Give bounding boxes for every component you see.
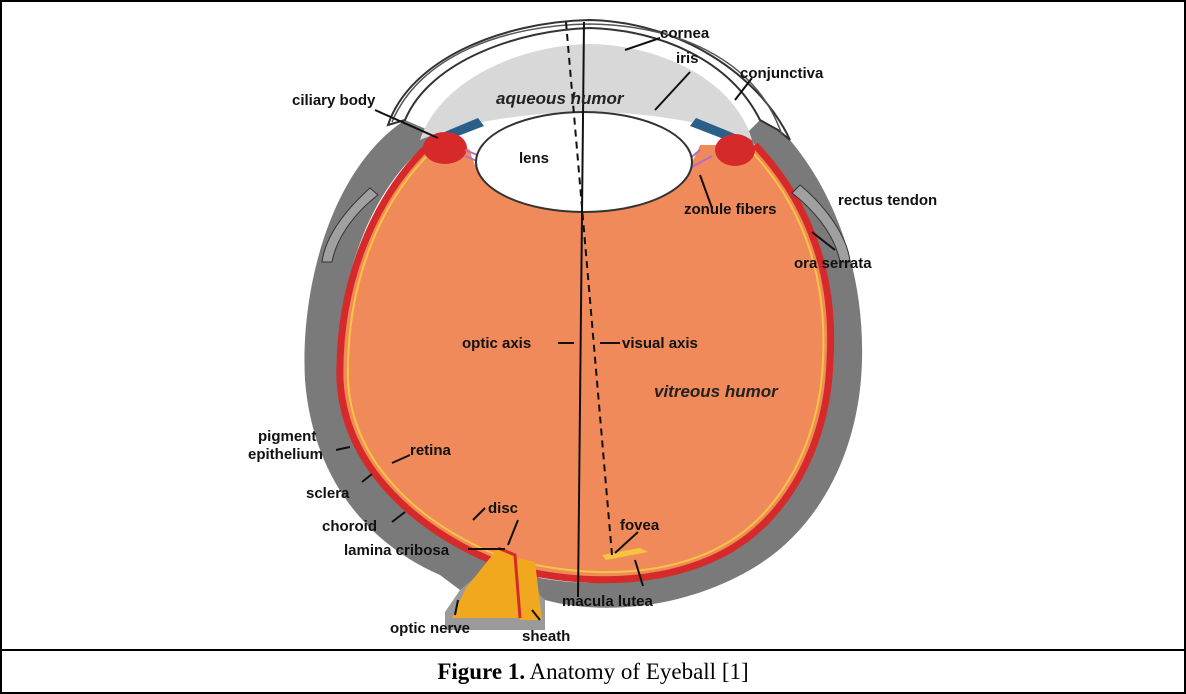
caption-text: Anatomy of Eyeball [1] xyxy=(525,659,749,684)
label-zonule-fibers: zonule fibers xyxy=(684,201,777,218)
label-retina: retina xyxy=(410,442,452,459)
label-lamina-cribosa: lamina cribosa xyxy=(344,542,450,559)
label-epithelium: epithelium xyxy=(248,446,323,463)
label-rectus-tendon: rectus tendon xyxy=(838,192,937,209)
label-pigment: pigment xyxy=(258,428,316,445)
ciliary-body-left xyxy=(423,132,467,164)
label-sclera: sclera xyxy=(306,485,350,502)
lens-shape xyxy=(476,112,692,212)
label-visual-axis: visual axis xyxy=(622,335,698,352)
label-cornea: cornea xyxy=(660,25,710,42)
label-aqueous-humor: aqueous humor xyxy=(496,89,625,108)
label-conjunctiva: conjunctiva xyxy=(740,65,824,82)
label-disc: disc xyxy=(488,500,518,517)
figure-caption: Figure 1. Anatomy of Eyeball [1] xyxy=(0,650,1186,694)
label-lens: lens xyxy=(519,150,549,167)
label-sheath: sheath xyxy=(522,628,570,645)
label-choroid: choroid xyxy=(322,518,377,535)
label-ora-serrata: ora serrata xyxy=(794,255,872,272)
label-fovea: fovea xyxy=(620,517,660,534)
label-optic-nerve: optic nerve xyxy=(390,620,470,637)
label-optic-axis: optic axis xyxy=(462,335,531,352)
label-iris: iris xyxy=(676,50,699,67)
cornea-leader xyxy=(625,38,660,50)
label-vitreous-humor: vitreous humor xyxy=(654,382,779,401)
caption-label: Figure 1. xyxy=(437,659,525,684)
label-macula-lutea: macula lutea xyxy=(562,593,654,610)
ciliary-body-right xyxy=(715,134,755,166)
label-ciliary-body: ciliary body xyxy=(292,92,376,109)
